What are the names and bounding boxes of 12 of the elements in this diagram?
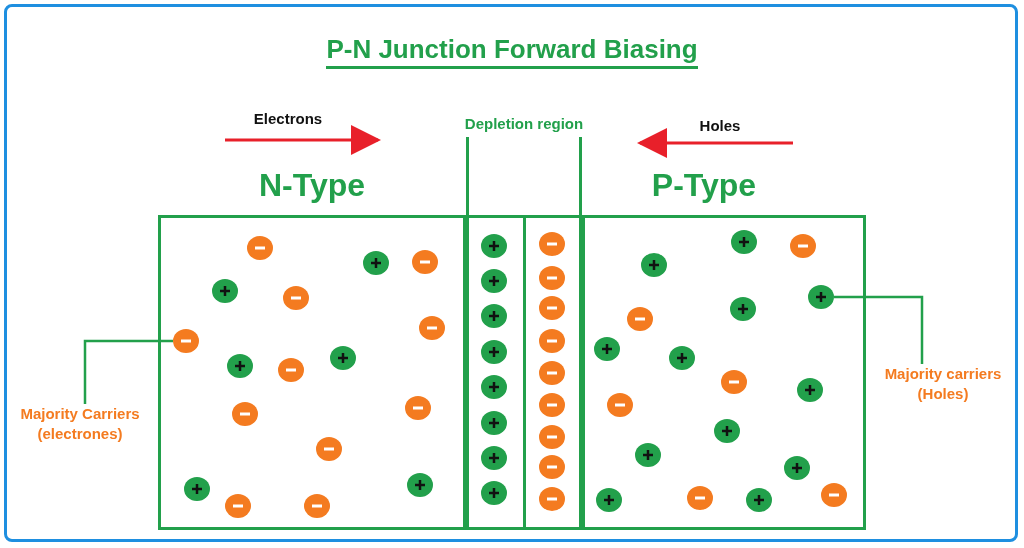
region-heading: Depletion region (463, 115, 585, 132)
direction-label: Electrons (253, 110, 323, 127)
negative-charge-circle (173, 329, 199, 353)
leader-line (83, 339, 173, 404)
annotation-text: Majority carriers (Holes) (868, 364, 1018, 404)
direction-label: Holes (699, 117, 741, 134)
region-heading: N-Type (257, 167, 367, 204)
annotation-text: Majority Carriers (electrones) (8, 404, 152, 444)
diagram-title: P-N Junction Forward Biasing (326, 34, 698, 69)
positive-charge-circle (808, 285, 834, 309)
region-heading: P-Type (650, 167, 758, 204)
leader-line (834, 295, 924, 364)
